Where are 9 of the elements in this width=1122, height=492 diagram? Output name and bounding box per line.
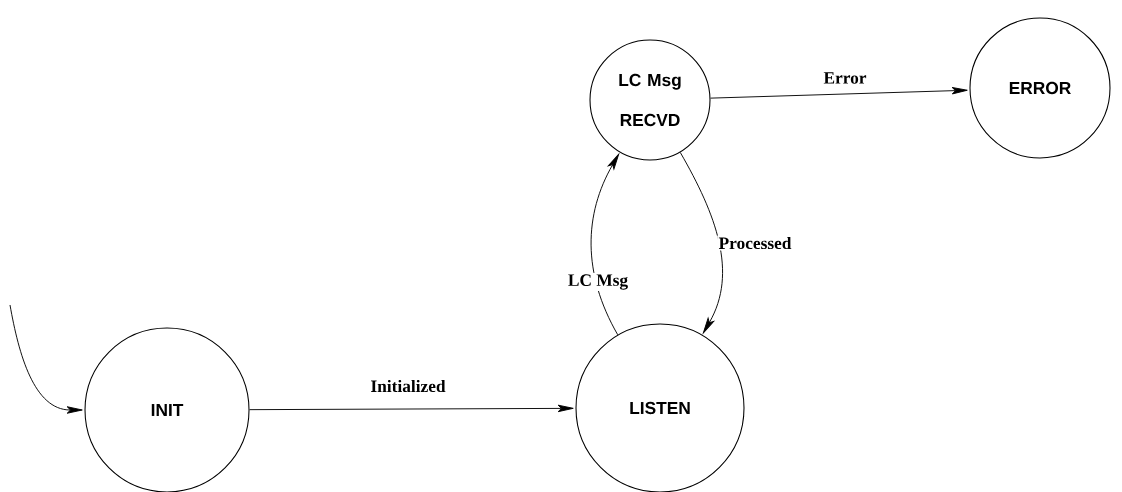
arrow (679, 151, 724, 334)
arrow (249, 404, 574, 413)
edge-label: LC Msg (566, 273, 630, 291)
edge-label: Error (822, 70, 868, 86)
arrow (710, 87, 968, 99)
arrow (9, 304, 83, 414)
edge-label: Processed (717, 235, 793, 251)
arrow (590, 153, 620, 336)
edge-label: Initialized (369, 378, 447, 394)
